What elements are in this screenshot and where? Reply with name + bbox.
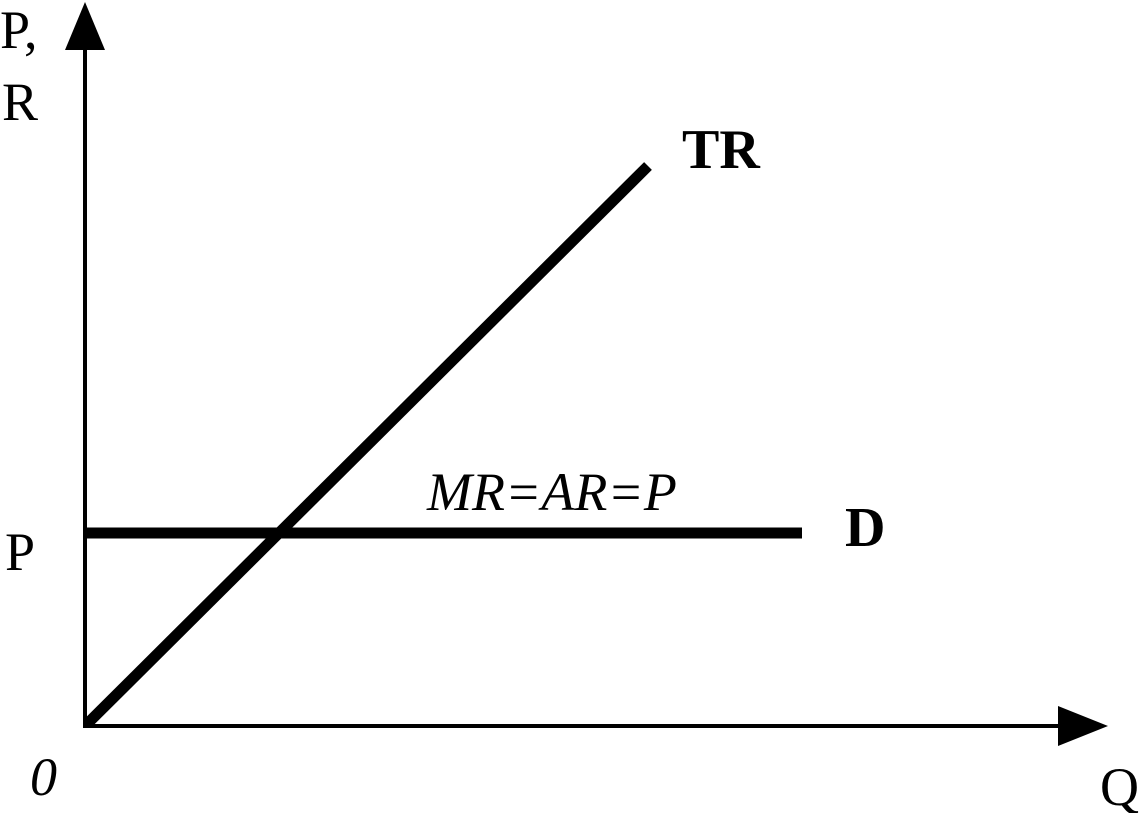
demand-label: D <box>845 497 885 559</box>
total-revenue-label: TR <box>682 119 760 181</box>
y-axis-label-line1: P, <box>0 0 38 60</box>
marginal-average-revenue-label: MR=AR=P <box>426 462 677 522</box>
price-tick-label: P <box>5 522 35 582</box>
x-axis-label: Q <box>1100 757 1139 813</box>
origin-label: 0 <box>30 747 57 807</box>
y-axis-arrowhead <box>65 2 105 50</box>
x-axis-arrowhead <box>1058 706 1108 746</box>
total-revenue-line <box>83 162 652 728</box>
y-axis-label-line2: R <box>2 72 38 132</box>
